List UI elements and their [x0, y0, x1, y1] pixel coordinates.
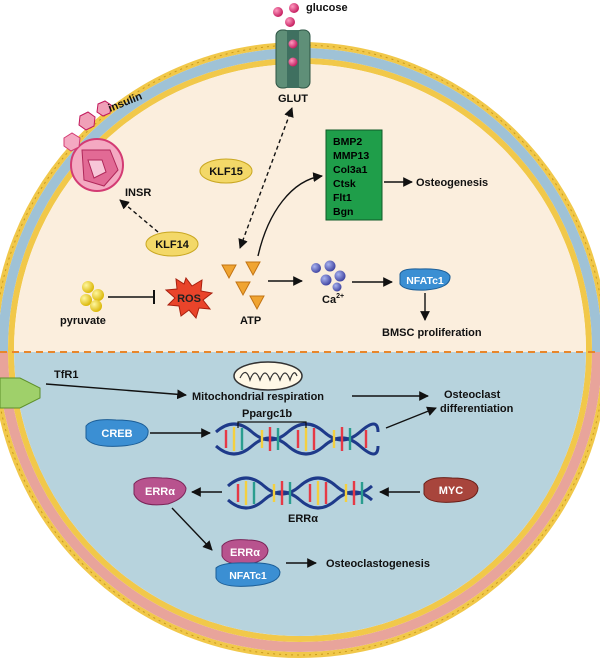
- erra-left-label: ERRα: [145, 486, 175, 498]
- pyruvate-label: pyruvate: [60, 315, 106, 327]
- erra-dna-label: ERRα: [288, 513, 318, 525]
- dna-helix-icon: [227, 476, 373, 510]
- gene-label: Ctsk: [333, 178, 356, 190]
- ppargc1b-label: Ppargc1b: [242, 408, 292, 420]
- osteoclastogenesis-label: Osteoclastogenesis: [326, 558, 430, 570]
- klf15-label: KLF15: [209, 166, 243, 178]
- calcium-icon: [311, 260, 346, 292]
- nfatc1-complex-label: NFATc1: [229, 570, 267, 582]
- gene-label: Col3a1: [333, 164, 368, 176]
- osteoclast-diff-label-1: Osteoclast: [444, 389, 501, 401]
- gene-label: BMP2: [333, 136, 362, 148]
- pyruvate-icon: [80, 281, 104, 312]
- osteoclast-diff-label-2: differentiation: [440, 403, 514, 415]
- atp-to-glut-arrow: [238, 107, 294, 249]
- ppargc1b-bracket: [237, 421, 307, 428]
- osteogenesis-label: Osteogenesis: [416, 177, 488, 189]
- glucose-icon: [273, 3, 299, 27]
- glucose-label: glucose: [306, 2, 348, 14]
- glut-transporter-icon: [275, 29, 311, 89]
- myc-badge: MYC: [423, 477, 479, 503]
- nfatc1-badge-top: NFATc1: [399, 268, 451, 291]
- erra-badge-left: ERRα: [133, 477, 187, 506]
- mito-label: Mitochondrial respiration: [192, 391, 324, 403]
- creb-badge: CREB: [85, 419, 149, 447]
- insr-label: INSR: [125, 187, 151, 199]
- ros-starburst-icon: ROS: [164, 276, 214, 320]
- insr-receptor-icon: [63, 132, 124, 192]
- tfr1-receptor-icon: [0, 377, 41, 409]
- insulin-icon: [78, 100, 112, 131]
- tfr1-label: TfR1: [54, 369, 78, 381]
- osteogenic-gene-box: BMP2 MMP13 Col3a1 Ctsk Flt1 Bgn: [325, 129, 383, 221]
- ros-label: ROS: [177, 293, 201, 305]
- gene-label: MMP13: [333, 150, 369, 162]
- gene-label: Flt1: [333, 192, 352, 204]
- mitochondrion-icon: [233, 361, 303, 391]
- tfr1-to-mito-arrow: [45, 383, 187, 400]
- atp-icon: [221, 261, 265, 311]
- glut-label: GLUT: [278, 93, 308, 105]
- klf14-label: KLF14: [155, 239, 190, 251]
- klf14-to-insr-arrow: [119, 199, 159, 233]
- creb-label: CREB: [101, 428, 132, 440]
- erra-nfatc1-complex: ERRα NFATc1: [215, 539, 281, 587]
- cell-membrane: [0, 42, 600, 658]
- calcium-label: Ca2+: [322, 293, 344, 306]
- nfatc1-top-label: NFATc1: [406, 275, 444, 287]
- atp-to-genes-arrow: [257, 172, 323, 257]
- myc-label: MYC: [439, 485, 464, 497]
- ppargc1b-to-osteoclast-arrow: [385, 406, 437, 429]
- gene-label: Bgn: [333, 206, 353, 218]
- klf14-badge: KLF14: [145, 231, 199, 257]
- erra-to-complex-arrow: [171, 507, 213, 551]
- klf15-badge: KLF15: [199, 158, 253, 184]
- bmsc-label: BMSC proliferation: [382, 327, 482, 339]
- erra-complex-label: ERRα: [230, 547, 260, 559]
- atp-label: ATP: [240, 315, 261, 327]
